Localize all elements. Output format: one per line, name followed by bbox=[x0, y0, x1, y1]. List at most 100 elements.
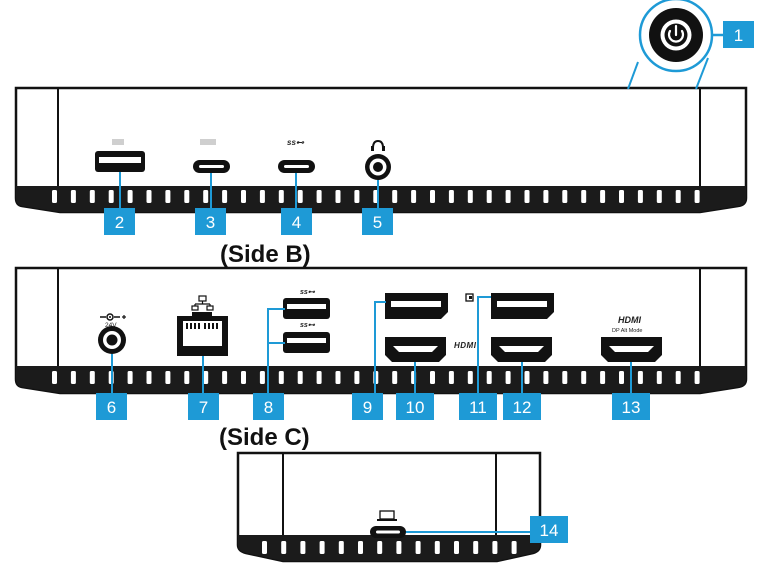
vent-slot bbox=[184, 371, 190, 384]
vent-slot bbox=[335, 371, 341, 384]
callout-labels: 1 2 3 4 5 6 7 8 bbox=[96, 21, 754, 543]
svg-text:14: 14 bbox=[540, 521, 559, 540]
vent-slot bbox=[259, 190, 265, 203]
vent-slot bbox=[637, 190, 643, 203]
vent-slot bbox=[448, 371, 454, 384]
svg-text:4: 4 bbox=[292, 213, 301, 232]
vent-slot bbox=[70, 371, 76, 384]
vent-slot bbox=[377, 541, 383, 554]
vent-slot bbox=[259, 371, 265, 384]
usb3-logo-icon: ss⊷ bbox=[300, 289, 316, 296]
vent-slot bbox=[656, 371, 662, 384]
vent-slot bbox=[396, 541, 402, 554]
vent-slot bbox=[278, 190, 284, 203]
svg-text:5: 5 bbox=[373, 213, 382, 232]
usb3-logo-icon: ss⊷ bbox=[287, 138, 305, 147]
callout-3: 3 bbox=[195, 208, 226, 235]
vent-slot bbox=[127, 190, 133, 203]
power-icon bbox=[667, 24, 685, 43]
callout-9: 9 bbox=[352, 393, 383, 420]
vent-slot bbox=[486, 190, 492, 203]
end-view-vents bbox=[262, 541, 517, 554]
displayport-icon bbox=[465, 293, 474, 302]
vent-slot bbox=[600, 190, 606, 203]
vent-slot bbox=[241, 371, 246, 384]
callout-6: 6 bbox=[96, 393, 127, 420]
callout-8: 8 bbox=[253, 393, 284, 420]
svg-text:10: 10 bbox=[406, 398, 425, 417]
displayport-port-11 bbox=[465, 293, 554, 319]
vent-slot bbox=[486, 371, 492, 384]
vent-slot bbox=[467, 371, 473, 384]
vent-slot bbox=[281, 541, 287, 554]
hdmi-label: HDMI bbox=[454, 341, 477, 350]
svg-text:12: 12 bbox=[513, 398, 532, 417]
usb-c-logo-icon bbox=[200, 139, 216, 145]
svg-text:2: 2 bbox=[115, 213, 124, 232]
hdmi-13-sublabel: DP Alt Mode bbox=[612, 328, 642, 334]
callout-12: 12 bbox=[503, 393, 541, 420]
vent-slot bbox=[656, 190, 662, 203]
audio-jack-5 bbox=[365, 139, 391, 180]
usb-c-port-3 bbox=[193, 139, 230, 173]
vent-slot bbox=[241, 190, 246, 203]
vent-slot bbox=[222, 371, 228, 384]
svg-text:8: 8 bbox=[264, 398, 273, 417]
vent-slot bbox=[454, 541, 459, 554]
side-c-label: (Side C) bbox=[219, 424, 310, 451]
vent-slot bbox=[184, 190, 190, 203]
usb-c-port-4: ss⊷ bbox=[278, 138, 315, 173]
callout-4: 4 bbox=[281, 208, 312, 235]
svg-text:1: 1 bbox=[734, 26, 743, 45]
vent-slot bbox=[430, 190, 435, 203]
vent-slot bbox=[505, 371, 511, 384]
svg-text:3: 3 bbox=[206, 213, 215, 232]
vent-slot bbox=[505, 190, 511, 203]
svg-text:6: 6 bbox=[107, 398, 116, 417]
vent-slot bbox=[203, 371, 209, 384]
vent-slot bbox=[203, 190, 209, 203]
callout-7: 7 bbox=[188, 393, 219, 420]
vent-slot bbox=[89, 190, 95, 203]
side-b-device bbox=[14, 86, 748, 214]
usb-a-port-2 bbox=[95, 139, 145, 172]
callout-1: 1 bbox=[723, 21, 754, 48]
side-b-vents bbox=[52, 190, 700, 203]
hdmi-port-12 bbox=[491, 337, 552, 362]
vent-slot bbox=[619, 371, 624, 384]
vent-slot bbox=[619, 190, 624, 203]
vent-slot bbox=[434, 541, 440, 554]
vent-slot bbox=[222, 190, 228, 203]
callout-14: 14 bbox=[530, 516, 568, 543]
svg-text:13: 13 bbox=[622, 398, 641, 417]
network-icon bbox=[191, 295, 214, 311]
vent-slot bbox=[338, 541, 344, 554]
vent-slot bbox=[165, 190, 171, 203]
vent-slot bbox=[165, 371, 171, 384]
vent-slot bbox=[354, 190, 360, 203]
vent-slot bbox=[492, 541, 498, 554]
vent-slot bbox=[562, 190, 568, 203]
vent-slot bbox=[146, 190, 152, 203]
vent-slot bbox=[411, 190, 417, 203]
vent-slot bbox=[543, 371, 549, 384]
vent-slot bbox=[511, 541, 517, 554]
svg-text:11: 11 bbox=[469, 398, 487, 417]
vent-slot bbox=[89, 371, 95, 384]
headphone-icon bbox=[372, 139, 384, 149]
vent-slot bbox=[637, 371, 643, 384]
dc-polarity-icon bbox=[100, 313, 126, 321]
vent-slot bbox=[52, 190, 57, 203]
vent-slot bbox=[52, 371, 57, 384]
dc-power-port-6: 24V bbox=[98, 313, 126, 354]
vent-slot bbox=[127, 371, 133, 384]
displayport-port-9 bbox=[385, 293, 448, 319]
vent-slot bbox=[146, 371, 152, 384]
vent-slot bbox=[316, 371, 322, 384]
power-button bbox=[627, 0, 723, 90]
vent-slot bbox=[392, 371, 398, 384]
vent-slot bbox=[675, 371, 681, 384]
vent-slot bbox=[524, 190, 530, 203]
vent-slot bbox=[415, 541, 421, 554]
